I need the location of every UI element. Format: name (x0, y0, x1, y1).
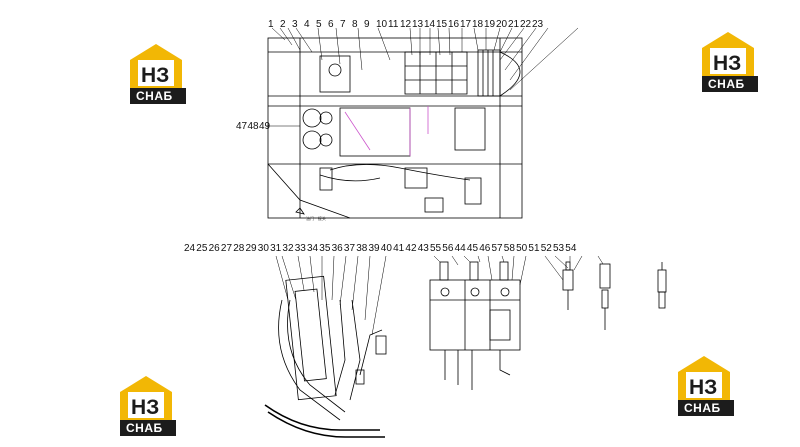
callout-23: 23 (532, 19, 544, 30)
frame-outline (267, 37, 523, 219)
callout-24: 24 (184, 243, 196, 254)
callout-56: 56 (442, 243, 454, 254)
callout-46: 46 (479, 243, 491, 254)
logo-name: СНАБ (684, 401, 721, 415)
callout-4: 4 (304, 19, 310, 30)
logo-top-right: НЗ СНАБ (702, 32, 758, 92)
hydraulic-tank-cap (328, 63, 342, 77)
cab-area (339, 107, 411, 157)
callout-9: 9 (364, 19, 370, 30)
callout-34: 34 (307, 243, 319, 254)
front-slope (267, 163, 351, 219)
logo-name: СНАБ (708, 77, 745, 91)
callout-49: 49 (259, 121, 271, 132)
callout-8: 8 (352, 19, 358, 30)
callout-39: 39 (369, 243, 381, 254)
callout-51: 51 (528, 243, 540, 254)
gauge-dial-1 (302, 108, 322, 128)
callout-7: 7 (340, 19, 346, 30)
callout-18: 18 (472, 19, 484, 30)
valve-block (429, 279, 521, 351)
callout-29: 29 (246, 243, 258, 254)
callout-31: 31 (270, 243, 282, 254)
callout-35: 35 (319, 243, 331, 254)
callout-40: 40 (381, 243, 393, 254)
callout-13: 13 (412, 19, 424, 30)
callout-38: 38 (356, 243, 368, 254)
callout-19: 19 (484, 19, 496, 30)
logo-name: СНАБ (136, 89, 173, 103)
callout-33: 33 (295, 243, 307, 254)
callout-14: 14 (424, 19, 436, 30)
callout-30: 30 (258, 243, 270, 254)
switch-part-1 (562, 269, 574, 291)
pump-assembly (285, 275, 337, 401)
callout-20: 20 (496, 19, 508, 30)
logo-name: СНАБ (126, 421, 163, 435)
callout-27: 27 (221, 243, 233, 254)
callout-17: 17 (460, 19, 472, 30)
fuel-tank (454, 107, 486, 151)
callout-37: 37 (344, 243, 356, 254)
callout-44: 44 (455, 243, 467, 254)
logo-bottom-left: НЗ СНАБ (120, 376, 176, 436)
rear-counterweight (499, 51, 521, 97)
callout-22: 22 (520, 19, 532, 30)
logo-mark: НЗ (141, 64, 169, 87)
callout-11: 11 (388, 19, 399, 30)
callout-48: 48 (248, 121, 260, 132)
callout-41: 41 (393, 243, 405, 254)
logo-mark: НЗ (689, 376, 717, 399)
callout-6: 6 (328, 19, 334, 30)
callout-21: 21 (508, 19, 520, 30)
callout-58: 58 (504, 243, 516, 254)
machine-drawing: 油门 · 接头 (264, 27, 667, 438)
callout-53: 53 (553, 243, 565, 254)
callout-16: 16 (448, 19, 460, 30)
callout-2: 2 (280, 19, 286, 30)
callout-47: 47 (236, 121, 248, 132)
callout-55: 55 (430, 243, 442, 254)
callout-42: 42 (405, 243, 417, 254)
callout-57: 57 (492, 243, 504, 254)
callout-36: 36 (332, 243, 344, 254)
callout-50: 50 (516, 243, 528, 254)
callout-5: 5 (316, 19, 322, 30)
callout-54: 54 (565, 243, 577, 254)
callout-10: 10 (376, 19, 388, 30)
callout-26: 26 (209, 243, 221, 254)
logo-top-left: НЗ СНАБ (130, 44, 186, 104)
logo-mark: НЗ (131, 396, 159, 419)
callout-32: 32 (282, 243, 294, 254)
switch-part-3 (657, 269, 667, 293)
callout-1: 1 (268, 19, 274, 30)
gauge-dial-2 (302, 130, 322, 150)
callout-45: 45 (467, 243, 479, 254)
svg-text:油门 · 接头: 油门 · 接头 (306, 215, 326, 221)
callout-52: 52 (541, 243, 553, 254)
switch-part-2 (599, 263, 611, 289)
callout-28: 28 (233, 243, 245, 254)
callout-43: 43 (418, 243, 430, 254)
logo-bottom-right: НЗ СНАБ (678, 356, 734, 416)
callout-15: 15 (436, 19, 448, 30)
callout-12: 12 (400, 19, 412, 30)
logo-mark: НЗ (713, 52, 741, 75)
callout-3: 3 (292, 19, 298, 30)
radiator (477, 49, 501, 97)
callout-25: 25 (196, 243, 208, 254)
